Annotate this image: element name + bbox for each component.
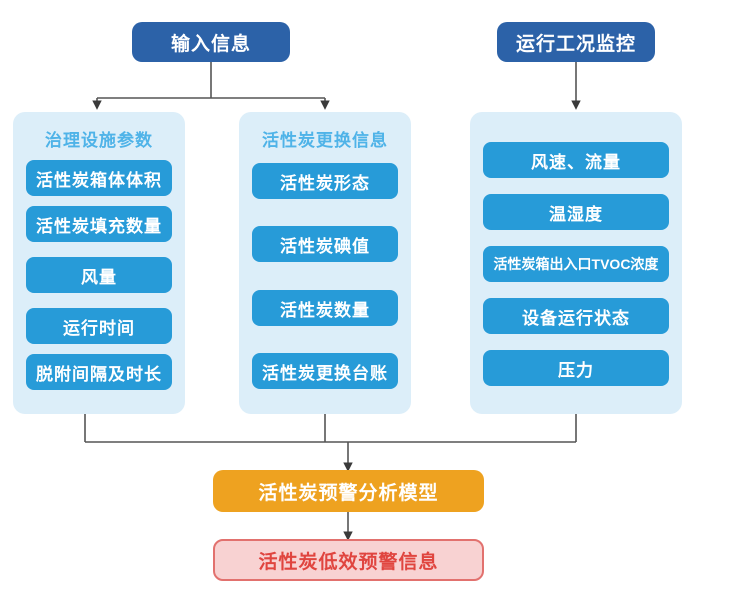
panel-title-treatment-facility-parameters: 治理设施参数: [45, 131, 153, 150]
node-warning-analysis-model[interactable]: 活性炭预警分析模型: [213, 470, 484, 512]
chip-temperature-humidity[interactable]: 温湿度: [483, 194, 669, 230]
connector-merge-to-model: [84, 414, 577, 472]
chip-carbon-form[interactable]: 活性炭形态: [252, 163, 398, 199]
node-low-efficiency-warning[interactable]: 活性炭低效预警信息: [213, 539, 484, 581]
chip-carbon-fill-quantity[interactable]: 活性炭填充数量: [26, 206, 172, 242]
chip-carbon-replacement-ledger[interactable]: 活性炭更换台账: [252, 353, 398, 389]
chip-desorption-interval-duration[interactable]: 脱附间隔及时长: [26, 354, 172, 390]
node-operation-monitor[interactable]: 运行工况监控: [497, 22, 655, 62]
chip-carbon-box-inlet-outlet-tvoc-concentration[interactable]: 活性炭箱出入口TVOC浓度: [483, 246, 669, 282]
chip-pressure[interactable]: 压力: [483, 350, 669, 386]
chip-wind-speed-flow[interactable]: 风速、流量: [483, 142, 669, 178]
chip-carbon-quantity[interactable]: 活性炭数量: [252, 290, 398, 326]
chip-carbon-iodine-value[interactable]: 活性炭碘值: [252, 226, 398, 262]
connector-input-split: [92, 62, 330, 110]
chip-carbon-box-volume[interactable]: 活性炭箱体体积: [26, 160, 172, 196]
node-input-info[interactable]: 输入信息: [132, 22, 290, 62]
chip-operating-time[interactable]: 运行时间: [26, 308, 172, 344]
panel-title-carbon-replacement-info: 活性炭更换信息: [262, 131, 388, 150]
chip-equipment-operating-status[interactable]: 设备运行状态: [483, 298, 669, 334]
chip-air-volume[interactable]: 风量: [26, 257, 172, 293]
